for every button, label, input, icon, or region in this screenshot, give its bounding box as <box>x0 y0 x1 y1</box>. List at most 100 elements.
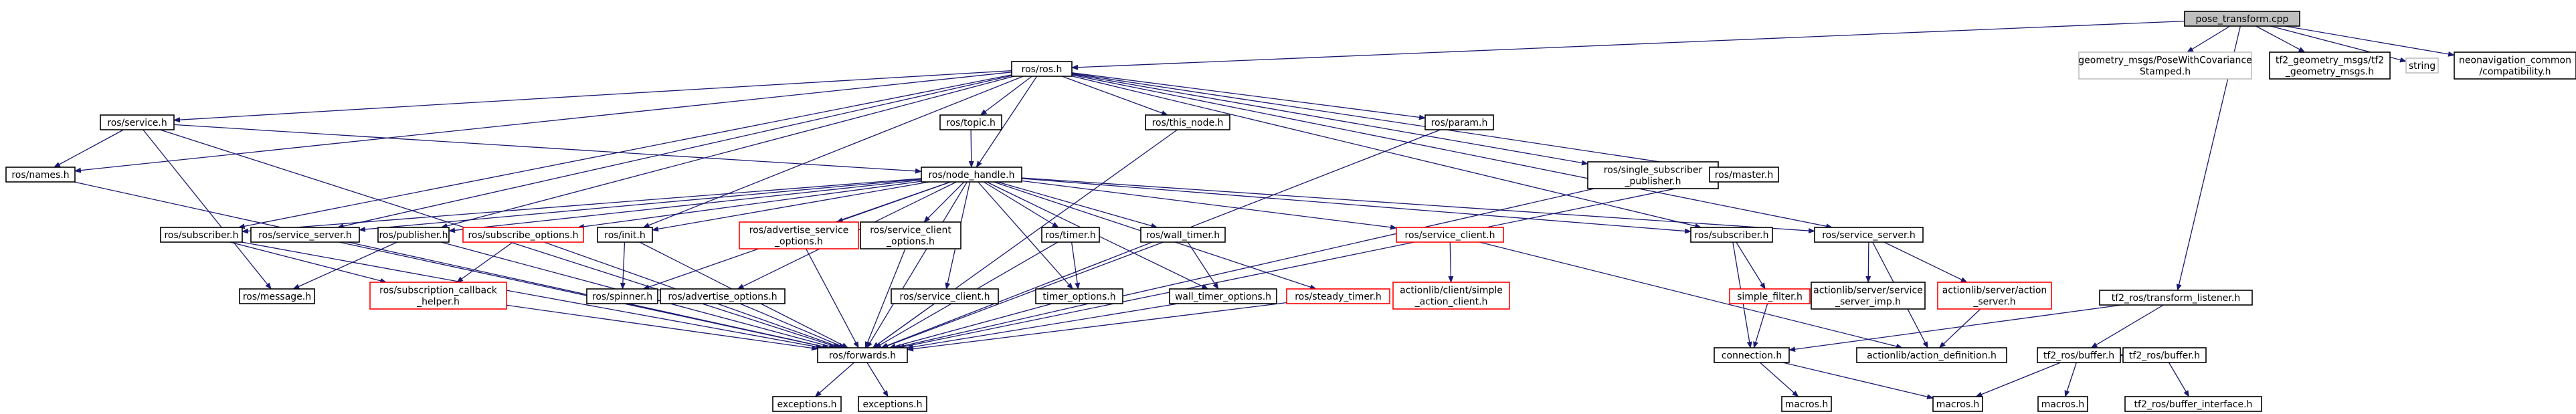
node-label: ros/spinner.h <box>592 292 652 302</box>
node-actionlib-simple-action-client[interactable]: actionlib/client/simple_action_client.h <box>1392 282 1510 310</box>
node-box <box>1396 227 1504 243</box>
node-ros-ros[interactable]: ros/ros.h <box>1011 61 1073 77</box>
node-ros-subscribe-options[interactable]: ros/subscribe_options.h <box>462 227 584 243</box>
node-ros-publisher[interactable]: ros/publisher.h <box>377 227 450 243</box>
node-simple-filter[interactable]: simple_filter.h <box>1729 288 1811 304</box>
node-box <box>2037 396 2088 412</box>
node-label: ros/single_subscriber <box>1604 165 1703 176</box>
node-label: _server_imp.h <box>1835 297 1901 308</box>
node-ros-service-server-r[interactable]: ros/service_server.h <box>1814 227 1924 243</box>
node-ros-spinner[interactable]: ros/spinner.h <box>586 288 658 304</box>
edge-ros-init-to-ros-spinner <box>620 241 626 290</box>
edge-ros-service-client-r-to-actionlib-simple-action-client <box>1448 241 1454 283</box>
node-tf2-geometry[interactable]: tf2_geometry_msgs/tf2_geometry_msgs.h <box>2269 51 2391 80</box>
node-ros-advertise-options[interactable]: ros/advertise_options.h <box>660 288 786 304</box>
node-box <box>817 347 908 363</box>
node-ros-master[interactable]: ros/master.h <box>1709 167 1779 183</box>
node-actionlib-action-server[interactable]: actionlib/server/action_server.h <box>1937 282 2052 310</box>
node-label: actionlib/action_definition.h <box>1867 350 1997 361</box>
node-wall-timer-options[interactable]: wall_timer_options.h <box>1169 288 1277 304</box>
edge-ros-node-handle-to-ros-service-client-options <box>923 181 965 223</box>
node-actionlib-action-definition[interactable]: actionlib/action_definition.h <box>1856 347 2007 363</box>
node-label: ros/service_server.h <box>1822 230 1916 241</box>
node-box <box>2037 347 2121 363</box>
node-ros-subscription-callback-helper[interactable]: ros/subscription_callback_helper.h <box>369 282 507 310</box>
node-exceptions-1[interactable]: exceptions.h <box>772 396 842 412</box>
node-ros-timer[interactable]: ros/timer.h <box>1041 227 1100 243</box>
edge-ros-subscriber-r-to-simple-filter <box>1736 241 1766 290</box>
node-timer-options[interactable]: timer_options.h <box>1035 288 1123 304</box>
node-label: ros/advertise_service <box>749 225 849 236</box>
node-box <box>369 282 507 310</box>
edge-ros-advertise-service-options-to-ros-forwards <box>806 248 859 348</box>
node-ros-this-node[interactable]: ros/this_node.h <box>1145 114 1230 130</box>
node-pose-transform[interactable]: pose_transform.cpp <box>2184 11 2300 27</box>
node-tf2-ros-buffer-h[interactable]: tf2_ros/buffer.h <box>2037 347 2121 363</box>
node-box <box>1011 61 1073 77</box>
node-label: ros/forwards.h <box>829 350 896 361</box>
node-label: ros/subscriber.h <box>1694 230 1768 241</box>
node-ros-topic[interactable]: ros/topic.h <box>939 114 1002 130</box>
node-tf2-transform-listener[interactable]: tf2_ros/transform_listener.h <box>2099 290 2253 306</box>
node-tf2-ros-buffer-2[interactable]: tf2_ros/buffer.h <box>2122 347 2207 363</box>
edge-ros-node-handle-to-ros-service-server-l <box>359 179 922 232</box>
node-box <box>1729 288 1811 304</box>
edge-ros-node-handle-to-ros-timer <box>983 181 1059 228</box>
node-label: ros/topic.h <box>946 118 996 128</box>
edge-ros-node-handle-to-ros-service-server-r <box>1021 177 1815 233</box>
node-label: pose_transform.cpp <box>2196 14 2289 25</box>
node-box <box>1856 347 2007 363</box>
node-label: wall_timer_options.h <box>1175 292 1271 302</box>
node-connection[interactable]: connection.h <box>1714 347 1790 363</box>
node-box <box>1811 282 1926 310</box>
edge-ros-subscriber-l-to-ros-forwards <box>242 241 823 350</box>
node-label: ros/service_client <box>870 225 951 236</box>
node-box <box>858 396 927 412</box>
node-ros-forwards[interactable]: ros/forwards.h <box>817 347 908 363</box>
node-box <box>1169 288 1277 304</box>
node-ros-service-server-l[interactable]: ros/service_server.h <box>250 227 360 243</box>
node-box <box>2454 51 2576 80</box>
node-neonavigation[interactable]: neonavigation_common/compatibility.h <box>2454 51 2576 80</box>
edge-ros-node-handle-to-ros-publisher <box>448 179 922 233</box>
edge-ros-advertise-options-to-ros-forwards <box>739 303 846 348</box>
node-box <box>1140 227 1226 243</box>
edge-ros-node-handle-to-ros-subscriber-r <box>1021 178 1691 234</box>
edge-ros-service-server-r-to-actionlib-service-server-imp <box>1865 241 1871 283</box>
node-macros-1[interactable]: macros.h <box>1781 396 1832 412</box>
node-box <box>160 227 243 243</box>
node-ros-advertise-service-options[interactable]: ros/advertise_service_options.h <box>739 221 859 249</box>
node-label: ros/timer.h <box>1045 230 1095 241</box>
node-ros-node-handle[interactable]: ros/node_handle.h <box>921 167 1022 183</box>
node-exceptions-2[interactable]: exceptions.h <box>858 396 927 412</box>
node-ros-subscriber-l[interactable]: ros/subscriber.h <box>160 227 243 243</box>
node-actionlib-service-server-imp[interactable]: actionlib/server/service_server_imp.h <box>1811 282 1926 310</box>
node-label: ros/subscriber.h <box>164 230 238 241</box>
node-geometry-msgs[interactable]: geometry_msgs/PoseWithCovarianceStamped.… <box>2078 51 2252 80</box>
node-macros-3[interactable]: macros.h <box>2037 396 2088 412</box>
node-label: ros/this_node.h <box>1152 118 1224 128</box>
node-tf2-buffer-interface[interactable]: tf2_ros/buffer_interface.h <box>2124 396 2262 412</box>
node-ros-names[interactable]: ros/names.h <box>5 167 76 183</box>
node-ros-wall-timer[interactable]: ros/wall_timer.h <box>1140 227 1226 243</box>
edge-ros-names-to-ros-forwards <box>74 181 830 349</box>
node-ros-param[interactable]: ros/param.h <box>1424 114 1494 130</box>
node-box <box>739 221 859 249</box>
node-ros-message[interactable]: ros/message.h <box>239 288 315 304</box>
node-ros-service-client-r[interactable]: ros/service_client.h <box>1396 227 1504 243</box>
node-box <box>1041 227 1100 243</box>
node-box <box>2122 347 2207 363</box>
node-ros-service-client-options[interactable]: ros/service_client_options.h <box>860 221 961 249</box>
node-label: _geometry_msgs.h <box>2285 67 2374 78</box>
node-ros-service[interactable]: ros/service.h <box>100 114 175 130</box>
edge-ros-node-handle-to-ros-subscribe-options <box>577 181 922 229</box>
node-ros-service-client-m[interactable]: ros/service_client.h <box>891 288 999 304</box>
node-ros-steady-timer[interactable]: ros/steady_timer.h <box>1286 288 1390 304</box>
node-ros-subscriber-r[interactable]: ros/subscriber.h <box>1690 227 1773 243</box>
node-ros-single-sub[interactable]: ros/single_subscriber_publisher.h <box>1587 161 1719 189</box>
edge-connection-to-macros-2 <box>1782 362 1934 400</box>
node-macros-2[interactable]: macros.h <box>1932 396 1983 412</box>
node-box <box>462 227 584 243</box>
node-string[interactable]: string <box>2405 58 2439 74</box>
node-ros-init[interactable]: ros/init.h <box>597 227 653 243</box>
